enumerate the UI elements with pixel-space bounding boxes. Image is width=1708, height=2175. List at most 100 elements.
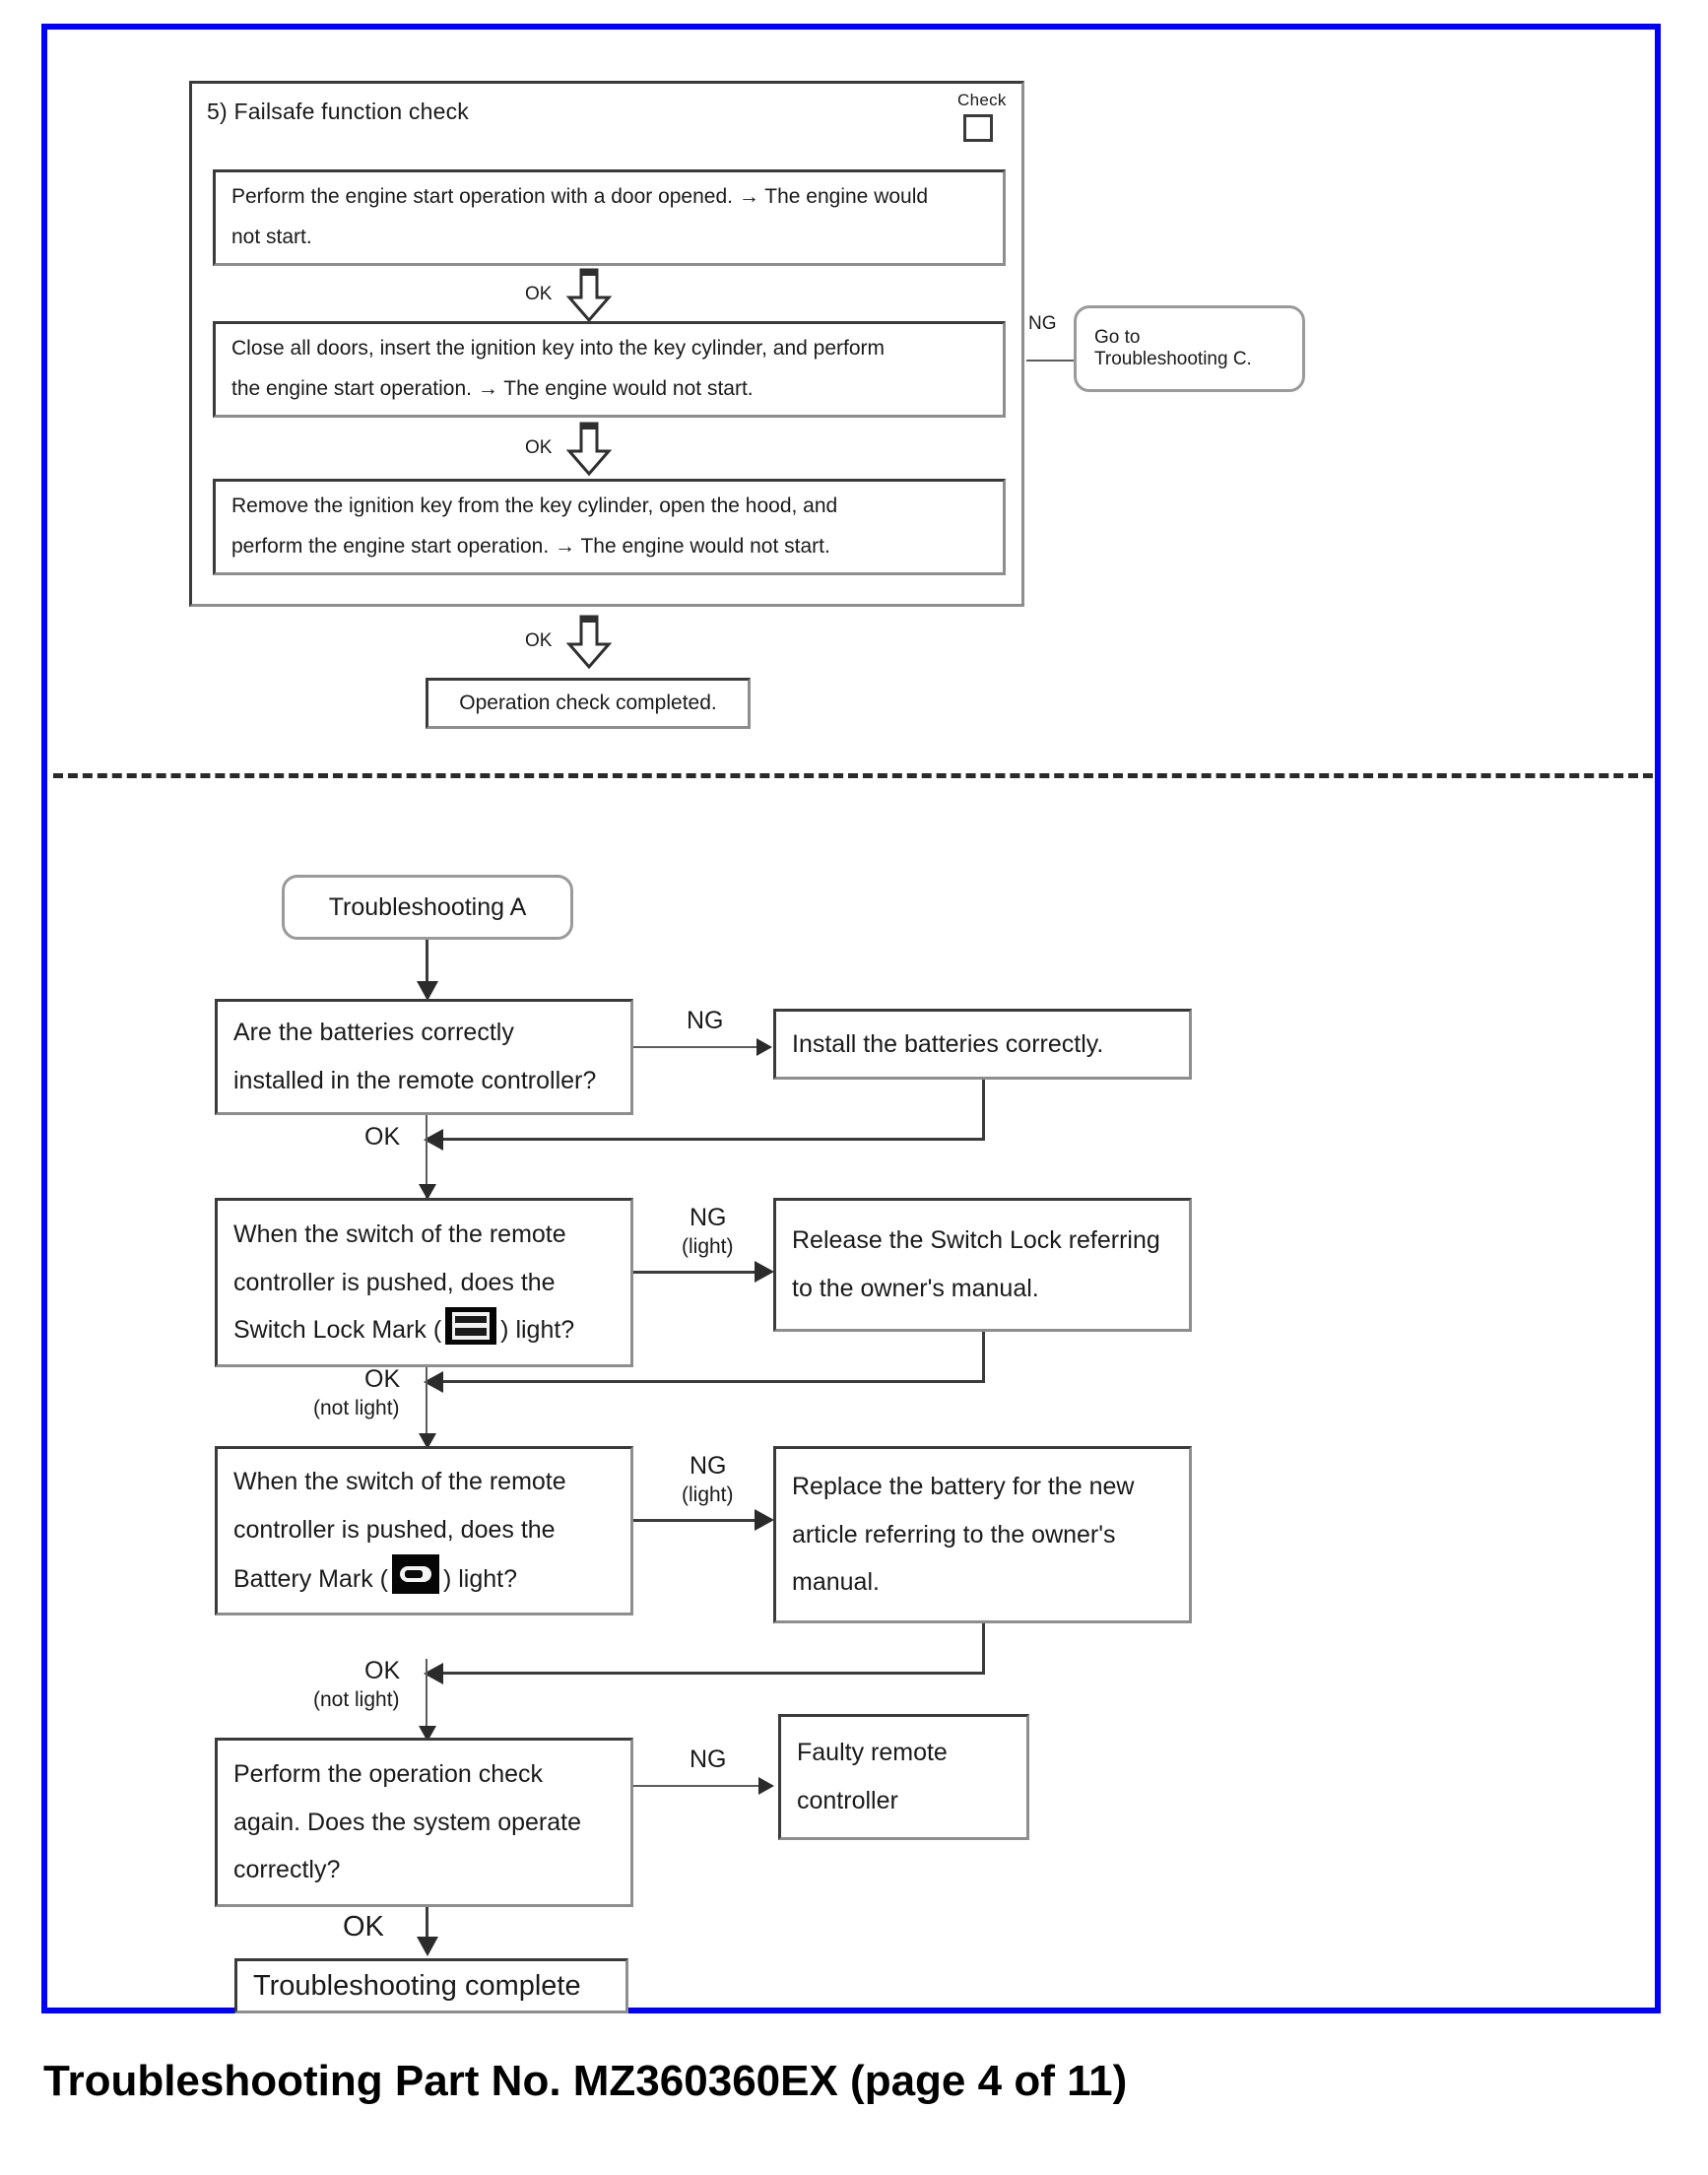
ta-step-4-line-3: correctly?: [233, 1856, 341, 1884]
ta-end-label: Troubleshooting complete: [253, 1969, 581, 2002]
troubleshooting-a-start-label: Troubleshooting A: [328, 892, 527, 921]
section-divider: [53, 773, 1653, 778]
failsafe-step-1: Perform the engine start operation with …: [213, 169, 1006, 266]
ta-step-2-line-1: When the switch of the remote: [233, 1219, 566, 1248]
ta-step-3-return-vertical: [982, 1623, 985, 1675]
ta-step-4-ng-target-line-1: Faulty remote: [797, 1739, 948, 1767]
ta-step-1-line-2: installed in the remote controller?: [233, 1067, 597, 1094]
start-to-step1-connector: [426, 940, 428, 991]
ta-step-3-ng-arrowhead: [755, 1509, 774, 1531]
ta-step-1-return-vertical: [982, 1080, 985, 1141]
ta-step-3-ng-target-line-1: Replace the battery for the new: [792, 1472, 1135, 1500]
ta-step-2-box: When the switch of the remote controller…: [215, 1198, 633, 1367]
ta-end-box: Troubleshooting complete: [234, 1958, 628, 2013]
ta-step-1-line-1: Are the batteries correctly: [233, 1019, 514, 1047]
ta-step-3-line-2: controller is pushed, does the: [233, 1516, 556, 1545]
ta-step-4-line-1: Perform the operation check: [233, 1759, 544, 1788]
ta-step-3-box: When the switch of the remote controller…: [215, 1446, 633, 1615]
check-checkbox[interactable]: [963, 114, 993, 142]
ta-step-1-ng-connector: [633, 1046, 763, 1048]
ta-step-1-return-arrowhead: [424, 1129, 443, 1151]
ta-step-1-ng-label: NG: [687, 1007, 724, 1034]
ta-step-4-ng-target-line-2: controller: [797, 1787, 898, 1814]
goto-box-line-2: Troubleshooting C.: [1094, 349, 1252, 369]
ta-step-2-return-horizontal: [441, 1380, 985, 1383]
blue-page-border: [41, 24, 1661, 2013]
ta-step-4-ok-label: OK: [343, 1911, 384, 1943]
ta-step-4-ng-connector: [633, 1785, 766, 1787]
hollow-down-arrow-icon-2: [566, 422, 612, 477]
ta-step-4-ng-target-box: Faulty remote controller: [778, 1714, 1029, 1840]
ta-step-2-line-2: controller is pushed, does the: [233, 1268, 556, 1296]
ta-step-4-box: Perform the operation check again. Does …: [215, 1738, 633, 1907]
ta-step-2-ng-target-line-1: Release the Switch Lock referring: [792, 1226, 1160, 1255]
ta-step-2-ng-arrowhead: [755, 1261, 774, 1283]
ta-step-1-ng-target-label: Install the batteries correctly.: [792, 1029, 1104, 1058]
ta-step-1-return-horizontal: [441, 1138, 985, 1141]
failsafe-step-3-line-1: Remove the ignition key from the key cyl…: [231, 494, 838, 518]
ta-step-2-ng-sublabel: (light): [682, 1235, 734, 1258]
ta-step2-to-step3-arrowhead: [419, 1433, 436, 1449]
goto-troubleshooting-c-box[interactable]: Go to Troubleshooting C.: [1074, 305, 1305, 392]
ta-step-2-ng-target-box: Release the Switch Lock referring to the…: [773, 1198, 1192, 1332]
ta-step-3-ok-label: OK: [364, 1657, 401, 1684]
ta-step-2-ng-connector: [633, 1271, 763, 1274]
failsafe-ng-connector: [1026, 360, 1087, 362]
failsafe-step-1-line-2: not start.: [231, 226, 312, 248]
failsafe-edge-ok-2: OK: [525, 437, 553, 458]
ta-step-3-ng-connector: [633, 1519, 763, 1522]
ta-step4-to-end-connector: [426, 1907, 428, 1946]
goto-box-line-1: Go to: [1094, 327, 1141, 348]
hollow-down-arrow-icon-3: [566, 615, 612, 670]
failsafe-result-box: Operation check completed.: [426, 678, 751, 729]
page-caption: Troubleshooting Part No. MZ360360EX (pag…: [43, 2057, 1128, 2105]
ta-step-3-ng-target-line-3: manual.: [792, 1568, 880, 1597]
failsafe-step-2-line-2: the engine start operation. → The engine…: [231, 377, 754, 400]
section-title-failsafe: 5) Failsafe function check: [207, 99, 469, 124]
ta-step-2-return-vertical: [982, 1332, 985, 1383]
troubleshooting-a-start-box: Troubleshooting A: [282, 875, 573, 940]
ta-step-2-ok-label: OK: [364, 1365, 401, 1393]
ta-step2-to-step3-connector: [426, 1367, 427, 1448]
ta-step-3-line-1: When the switch of the remote: [233, 1468, 566, 1496]
ta-step-4-line-2: again. Does the system operate: [233, 1808, 581, 1836]
ta-step-3-return-horizontal: [441, 1672, 985, 1675]
failsafe-step-2-line-1: Close all doors, insert the ignition key…: [231, 337, 886, 361]
failsafe-step-2: Close all doors, insert the ignition key…: [213, 321, 1006, 418]
failsafe-step-3: Remove the ignition key from the key cyl…: [213, 479, 1006, 575]
ta-step-3-line-3-pre: Battery Mark (: [233, 1564, 388, 1593]
ta-step-3-return-arrowhead: [424, 1663, 443, 1684]
ta-step-2-ng-target-line-2: to the owner's manual.: [792, 1275, 1039, 1302]
ta-step-2-ng-label: NG: [690, 1204, 727, 1231]
ta-step1-to-step2-arrowhead: [419, 1184, 436, 1200]
battery-mark-icon: [391, 1553, 439, 1594]
ta-step-3-ng-label: NG: [690, 1452, 727, 1480]
switch-lock-mark-icon: [445, 1307, 497, 1346]
ta-step-4-ng-arrowhead: [758, 1777, 774, 1795]
ta-step1-to-step2-connector: [426, 1115, 427, 1200]
ta-step-2-return-arrowhead: [424, 1371, 443, 1393]
ta-step-4-ng-label: NG: [690, 1746, 727, 1773]
start-to-step1-arrowhead: [417, 981, 438, 1001]
failsafe-result-label: Operation check completed.: [459, 691, 717, 714]
failsafe-step-3-line-2: perform the engine start operation. → Th…: [231, 535, 830, 558]
ta-step-3-ng-target-box: Replace the battery for the new article …: [773, 1446, 1192, 1623]
failsafe-step-1-line-1: Perform the engine start operation with …: [231, 185, 929, 209]
ta-step-2-ok-sublabel: (not light): [313, 1397, 400, 1419]
ta-step-2-line-3-post: ) light?: [500, 1316, 575, 1345]
ta-step-1-ng-target-box: Install the batteries correctly.: [773, 1009, 1192, 1080]
ta-step-3-line-3-post: ) light?: [442, 1564, 518, 1593]
ta-step-3-ng-sublabel: (light): [682, 1483, 734, 1506]
ta-step-3-ok-sublabel: (not light): [313, 1688, 400, 1711]
ta-step3-to-step4-connector: [426, 1659, 427, 1740]
ta-step-1-ok-label: OK: [364, 1123, 401, 1151]
hollow-down-arrow-icon-1: [566, 268, 612, 323]
ta-step-2-line-3-pre: Switch Lock Mark (: [233, 1316, 442, 1345]
check-label: Check: [957, 91, 1007, 109]
failsafe-edge-ng: NG: [1028, 313, 1057, 334]
ta-step-2-line-3: Switch Lock Mark ( ) light?: [233, 1306, 615, 1354]
ta-step-1-box: Are the batteries correctly installed in…: [215, 999, 633, 1115]
ta-step-3-line-3: Battery Mark ( ) light?: [233, 1553, 615, 1604]
ta-step-3-ng-target-line-2: article referring to the owner's: [792, 1520, 1116, 1549]
ta-step-1-ng-arrowhead: [756, 1038, 772, 1056]
